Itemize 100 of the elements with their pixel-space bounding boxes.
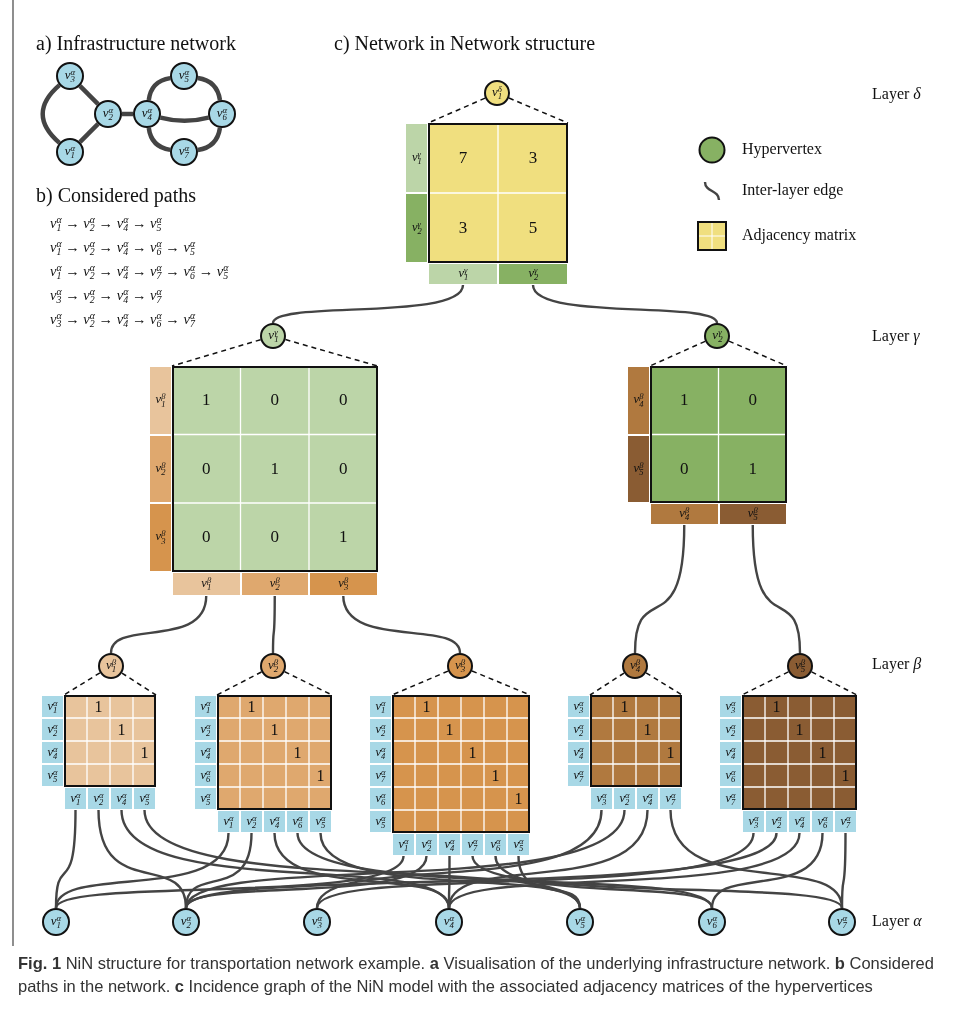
vertex-circle [42,908,70,936]
matrix-header-cell [149,366,172,435]
matrix-header-cell [309,571,378,596]
matrix-value: 1 [139,742,150,763]
vertex-circle [94,100,122,128]
matrix-header-cell [834,810,857,833]
matrix-header-cell [286,810,309,833]
adjacency-matrix [742,695,857,810]
matrix-header-cell [428,263,498,285]
matrix-header-cell [369,787,392,810]
panel-title: c) Network in Network structure [334,31,596,55]
matrix-header-cell [719,787,742,810]
matrix-value: 7 [457,148,469,168]
matrix-header-cell [392,833,415,856]
hypervertex-circle [787,653,813,679]
hypervertex-circle [704,323,730,349]
matrix-header-cell [613,787,636,810]
figure-caption: Fig. 1 NiN structure for transportation network example. a Visualisation of the underlying infrastructure network. b Considered paths in the network. c Incidence graph of the NiN model with the associated adjacency matrices of the hypervertices [18,953,935,997]
network-edge [78,84,100,106]
matrix-header-cell [149,503,172,572]
inter-layer-edge [319,832,582,909]
legend-label: Adjacency matrix [742,226,857,244]
matrix-value: 0 [679,458,690,479]
matrix-header-cell [567,741,590,764]
matrix-header-cell [405,193,428,263]
vertex-circle [303,908,331,936]
matrix-value: 0 [338,390,349,411]
matrix-header-cell [718,503,787,525]
matrix-header-cell [194,787,217,810]
adjacency-matrix [217,695,332,810]
matrix-header-cell [369,741,392,764]
hypervertex-circle [260,323,286,349]
matrix-header-cell [41,764,64,787]
matrix-header-cell [650,503,719,525]
inter-layer-edge [840,833,847,908]
legend-label: Inter-layer edge [742,181,844,199]
vertex-circle [170,62,198,90]
matrix-header-cell [369,810,392,833]
matrix-value: 3 [527,148,539,168]
adjacency-matrix [428,123,568,263]
matrix-header-cell [811,810,834,833]
matrix-value: 1 [467,742,478,763]
inter-layer-edge [494,855,713,909]
matrix-header-cell [788,810,811,833]
inter-layer-edge [531,284,718,324]
vertex-circle [828,908,856,936]
matrix-header-cell [369,695,392,718]
network-edge [160,115,209,123]
matrix-value: 1 [513,788,524,809]
layer-label: Layer γ [872,326,920,346]
matrix-header-cell [438,833,461,856]
vertex-circle [56,138,84,166]
matrix-header-cell [498,263,568,285]
matrix-value: 0 [747,390,758,411]
matrix-header-cell [149,434,172,503]
dashed-line [283,671,333,696]
network-edge [197,127,223,153]
matrix-header-cell [309,810,332,833]
matrix-value: 1 [292,742,303,763]
panel-title: a) Infrastructure network [36,31,236,55]
adjacency-matrix [590,695,682,787]
matrix-header-cell [217,810,240,833]
hypervertex-circle [260,653,286,679]
dashed-line [810,671,858,696]
matrix-value: 0 [201,458,212,479]
inter-layer-edge [109,595,208,654]
inter-layer-edge [342,595,462,654]
matrix-header-cell [590,787,613,810]
panel-title: b) Considered paths [36,183,196,207]
dashed-line [589,672,625,696]
hypervertex-circle [447,653,473,679]
adjacency-matrix [172,366,378,572]
inter-layer-edge [751,524,802,654]
adjacency-matrix [64,695,156,787]
matrix-value: 1 [338,527,349,548]
matrix-header-cell [172,571,241,596]
matrix-header-cell [133,787,156,810]
layer-label: Layer δ [872,84,921,104]
matrix-header-cell [659,787,682,810]
vertex-circle [566,908,594,936]
dashed-line [171,338,262,367]
matrix-header-cell [567,718,590,741]
matrix-value: 0 [269,527,280,548]
matrix-value: 3 [457,218,469,238]
matrix-header-cell [369,764,392,787]
matrix-header-cell [194,718,217,741]
inter-layer-edge [517,855,582,909]
matrix-header-cell [263,810,286,833]
matrix-value: 0 [269,390,280,411]
matrix-header-cell [415,833,438,856]
dashed-line [645,672,683,696]
matrix-header-cell [719,695,742,718]
matrix-value: 5 [527,218,539,238]
matrix-value: 1 [444,719,455,740]
matrix-header-cell [627,366,650,435]
dashed-line [741,671,790,696]
matrix-header-cell [41,695,64,718]
matrix-value: 1 [269,458,280,479]
matrix-header-cell [194,764,217,787]
vertex-circle [435,908,463,936]
